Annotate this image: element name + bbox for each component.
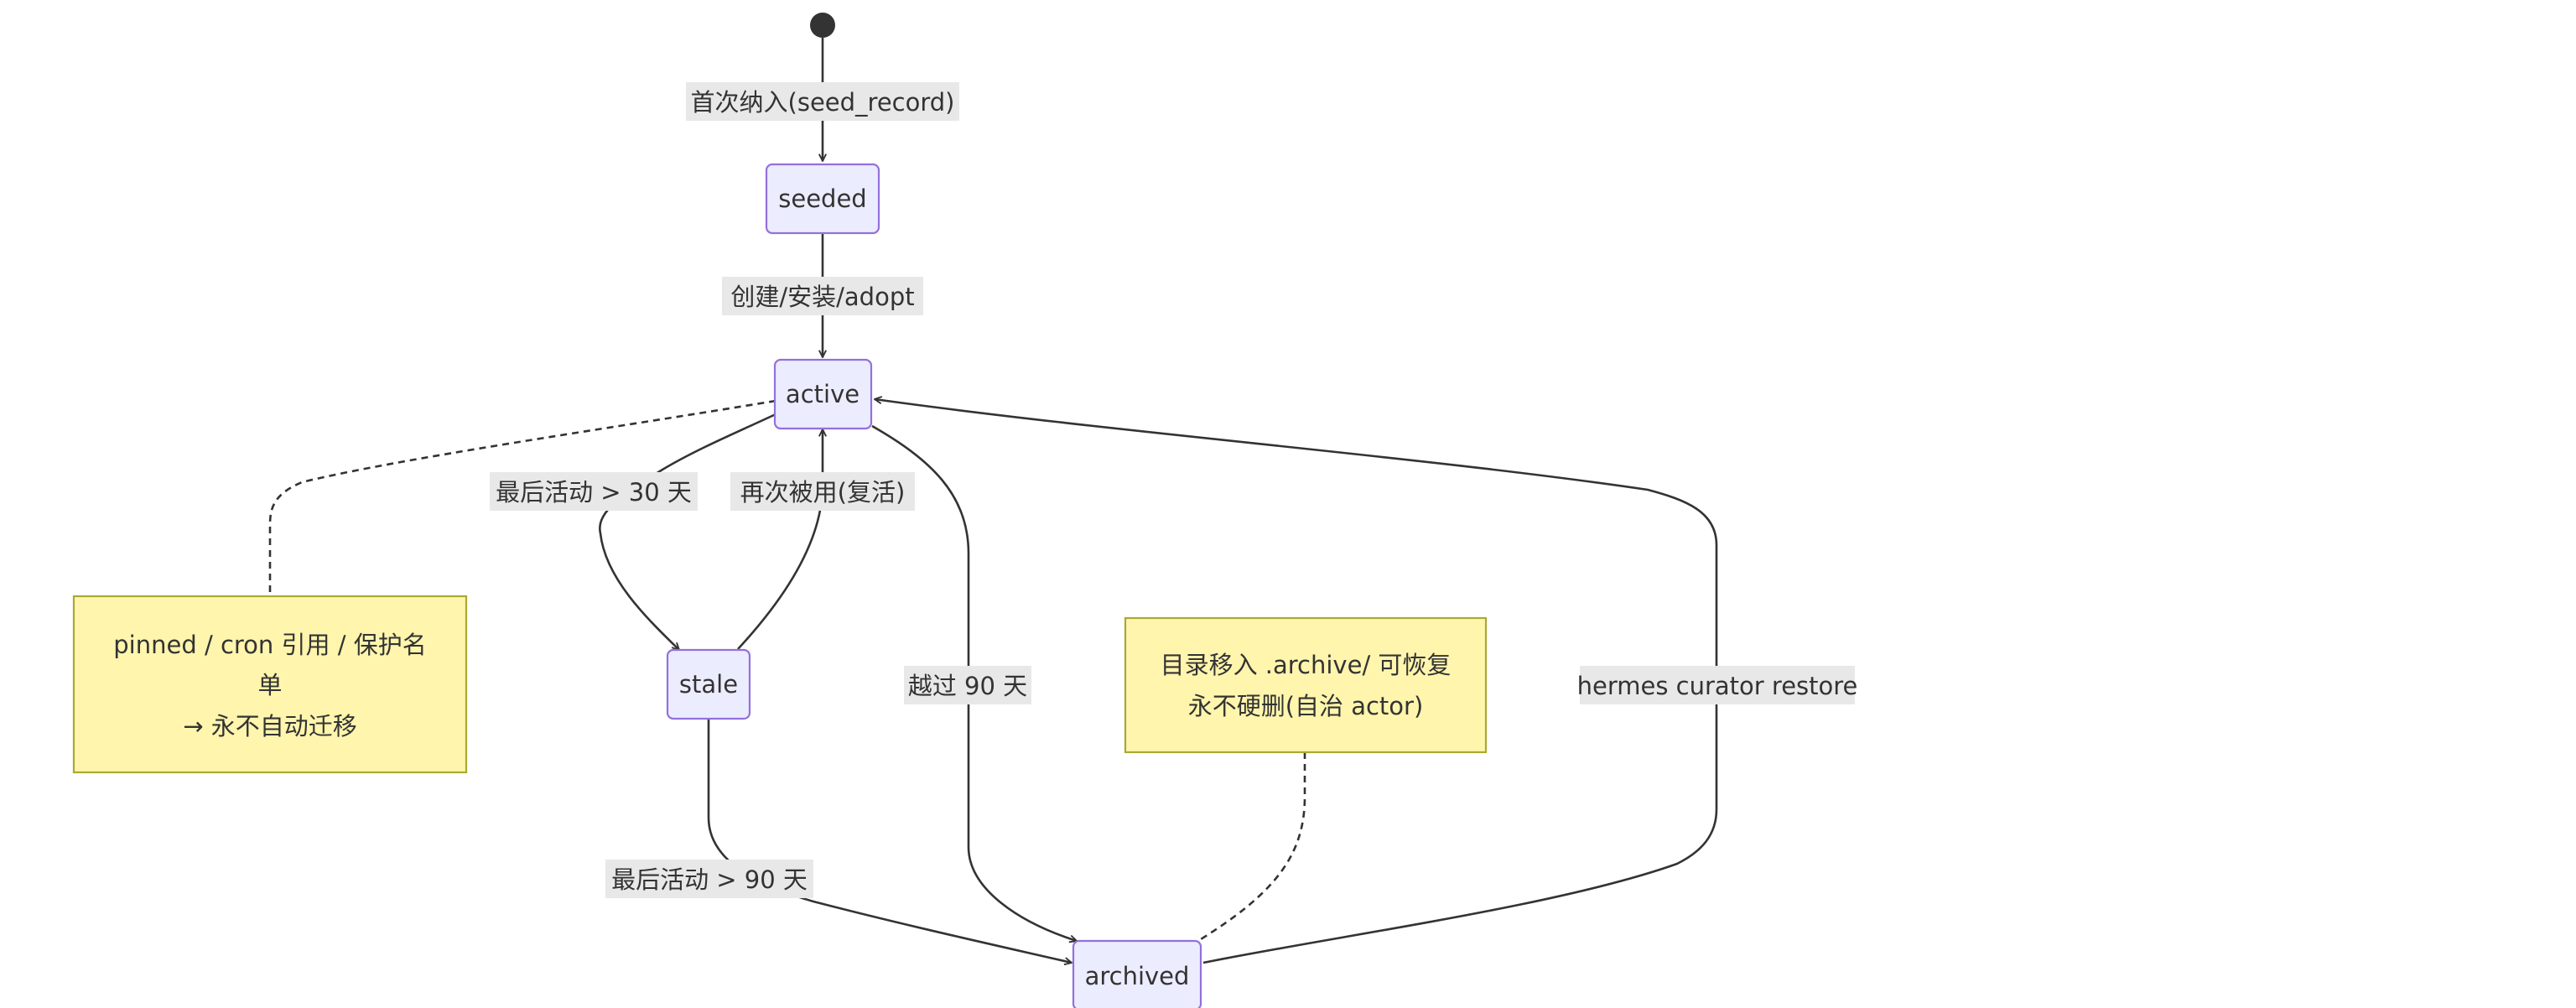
edge-label-archived-to-active: hermes curator restore [1577,666,1858,704]
state-archived[interactable]: archived [1072,939,1202,1008]
note-archived-restore: 目录移入 .archive/ 可恢复 永不硬删(自治 actor) [1124,616,1488,754]
edge-label-text: 最后活动 > 90 天 [611,865,808,894]
edge-label-initial-to-seeded: 首次纳入(seed_record) [686,82,959,121]
note-line: 单 [257,671,282,699]
edge-label-seeded-to-active: 创建/安装/adopt [722,277,923,315]
state-stale[interactable]: stale [666,648,751,720]
edge-label-text: 首次纳入(seed_record) [691,88,955,117]
state-label: seeded [778,184,866,213]
note-link-archived [1200,752,1306,941]
note-line: 永不硬删(自治 actor) [1188,692,1424,720]
edge-label-text: hermes curator restore [1577,672,1858,700]
edge-label-active-to-stale: 最后活动 > 30 天 [490,472,698,511]
edge-label-text: 最后活动 > 30 天 [496,478,692,507]
state-label: active [786,380,860,408]
state-label: stale [679,670,738,699]
edge-label-active-to-archived: 越过 90 天 [904,666,1031,704]
edge-active-to-stale [599,413,776,650]
edge-stale-to-archived [707,719,1072,963]
state-label: archived [1085,962,1190,990]
note-line: → 永不自动迁移 [183,712,357,740]
edge-label-text: 越过 90 天 [908,672,1027,700]
edge-active-to-archived [871,424,1077,941]
state-seeded[interactable]: seeded [765,163,880,235]
note-line: 目录移入 .archive/ 可恢复 [1161,651,1452,679]
edge-label-text: 再次被用(复活) [740,478,906,507]
note-line: pinned / cron 引用 / 保护名 [113,631,426,659]
edge-label-stale-to-active: 再次被用(复活) [730,472,915,511]
note-link-active [268,399,776,595]
edge-stale-to-active [737,429,823,650]
edge-label-text: 创建/安装/adopt [730,283,914,311]
edge-archived-to-active [875,399,1718,964]
initial-state-dot [810,13,835,38]
edge-label-stale-to-archived: 最后活动 > 90 天 [605,860,813,898]
state-active[interactable]: active [773,358,873,430]
note-active-pinned: pinned / cron 引用 / 保护名 单 → 永不自动迁移 [72,595,468,774]
